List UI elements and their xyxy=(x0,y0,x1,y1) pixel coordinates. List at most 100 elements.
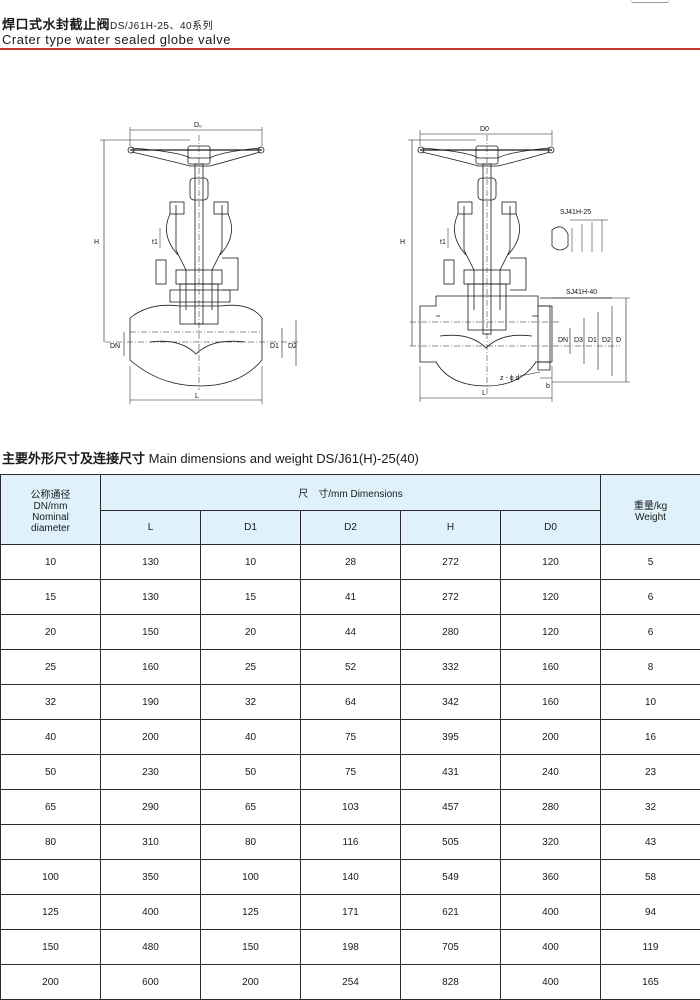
corner-mark xyxy=(630,0,670,3)
table-cell: 75 xyxy=(301,755,401,790)
right-label-sj40: SJ41H-40 xyxy=(566,289,597,296)
table-cell: 320 xyxy=(501,825,601,860)
table-cell: 40 xyxy=(201,720,301,755)
table-cell: 165 xyxy=(601,965,700,1000)
right-label-b: b xyxy=(546,383,550,390)
table-cell: 75 xyxy=(301,720,401,755)
header-nominal-line: 公称通径 xyxy=(1,486,100,501)
table-cell: 400 xyxy=(101,895,201,930)
table-cell: 125 xyxy=(201,895,301,930)
table-cell: 310 xyxy=(101,825,201,860)
table-cell: 240 xyxy=(501,755,601,790)
left-label-d1: D1 xyxy=(270,343,279,350)
header-h: H xyxy=(401,511,501,545)
table-cell: 230 xyxy=(101,755,201,790)
table-cell: 200 xyxy=(101,720,201,755)
table-cell: 10 xyxy=(1,545,101,580)
page-header: 焊口式水封截止阀DS/J61H-25、40系列 Crater type wate… xyxy=(0,0,700,50)
table-cell: 100 xyxy=(1,860,101,895)
table-cell: 50 xyxy=(201,755,301,790)
right-valve-drawing xyxy=(408,130,630,402)
table-cell: 6 xyxy=(601,580,700,615)
right-label-zd: z - ϕ d xyxy=(500,375,520,382)
table-cell: 130 xyxy=(101,580,201,615)
table-cell: 32 xyxy=(201,685,301,720)
right-label-t1: t1 xyxy=(440,239,446,246)
right-label-d2: D2 xyxy=(602,337,611,344)
header-nominal-line: diameter xyxy=(1,523,100,534)
table-cell: 23 xyxy=(601,755,700,790)
table-cell: 25 xyxy=(201,650,301,685)
right-valve-labels: D0 H t1 SJ41H-25 SJ41H-40 DN D3 D1 D2 D … xyxy=(400,126,621,397)
table-cell: 6 xyxy=(601,615,700,650)
table-cell: 272 xyxy=(401,580,501,615)
table-cell: 400 xyxy=(501,930,601,965)
left-label-h: H xyxy=(94,239,99,246)
left-valve-drawing xyxy=(100,127,300,404)
header-weight: 重量/kg Weight xyxy=(601,475,700,545)
table-cell: 5 xyxy=(601,545,700,580)
table-cell: 505 xyxy=(401,825,501,860)
right-label-d0: D0 xyxy=(480,126,489,133)
table-cell: 25 xyxy=(1,650,101,685)
header-l: L xyxy=(101,511,201,545)
table-cell: 10 xyxy=(201,545,301,580)
table-cell: 120 xyxy=(501,615,601,650)
left-label-l: L xyxy=(195,393,199,400)
left-label-dn: DN xyxy=(110,343,120,350)
dimensions-table: 公称通径 DN/mm Nominal diameter 尺 寸/mm Dimen… xyxy=(0,474,700,1000)
table-cell: 457 xyxy=(401,790,501,825)
table-cell: 100 xyxy=(201,860,301,895)
table-cell: 120 xyxy=(501,580,601,615)
table-head: 公称通径 DN/mm Nominal diameter 尺 寸/mm Dimen… xyxy=(1,475,700,545)
table-cell: 150 xyxy=(1,930,101,965)
table-cell: 58 xyxy=(601,860,700,895)
title-cn-text: 焊口式水封截止阀 xyxy=(2,17,110,32)
header-weight-line: 重量/kg xyxy=(601,497,700,512)
table-cell: 160 xyxy=(501,650,601,685)
header-d2: D2 xyxy=(301,511,401,545)
table-cell: 140 xyxy=(301,860,401,895)
table-cell: 280 xyxy=(401,615,501,650)
table-cell: 828 xyxy=(401,965,501,1000)
table-cell: 64 xyxy=(301,685,401,720)
table-cell: 431 xyxy=(401,755,501,790)
table-cell: 32 xyxy=(601,790,700,825)
table-cell: 32 xyxy=(1,685,101,720)
table-cell: 20 xyxy=(201,615,301,650)
table-cell: 65 xyxy=(201,790,301,825)
table-cell: 16 xyxy=(601,720,700,755)
table-cell: 52 xyxy=(301,650,401,685)
table-cell: 350 xyxy=(101,860,201,895)
right-label-h: H xyxy=(400,239,405,246)
table-cell: 200 xyxy=(201,965,301,1000)
section-title-cn: 主要外形尺寸及连接尺寸 xyxy=(2,451,145,466)
table-cell: 332 xyxy=(401,650,501,685)
table-cell: 43 xyxy=(601,825,700,860)
table-cell: 400 xyxy=(501,895,601,930)
table-cell: 116 xyxy=(301,825,401,860)
table-cell: 150 xyxy=(101,615,201,650)
table-cell: 600 xyxy=(101,965,201,1000)
table-cell: 480 xyxy=(101,930,201,965)
table-cell: 272 xyxy=(401,545,501,580)
table-cell: 395 xyxy=(401,720,501,755)
table-cell: 621 xyxy=(401,895,501,930)
table-cell: 290 xyxy=(101,790,201,825)
right-label-d3: D3 xyxy=(574,337,583,344)
table-cell: 400 xyxy=(501,965,601,1000)
table-cell: 103 xyxy=(301,790,401,825)
table-cell: 360 xyxy=(501,860,601,895)
table-cell: 200 xyxy=(501,720,601,755)
right-label-sj25: SJ41H-25 xyxy=(560,209,591,216)
table-cell: 198 xyxy=(301,930,401,965)
section-title-en: Main dimensions and weight DS/J61(H)-25(… xyxy=(149,451,419,466)
header-rule xyxy=(0,48,700,50)
